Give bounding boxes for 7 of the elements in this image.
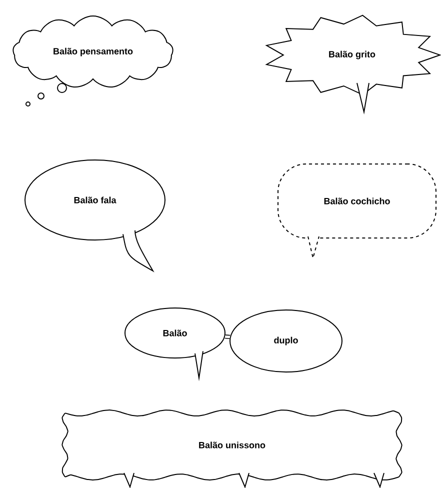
whisper-balloon: Balão cochicho <box>278 164 436 260</box>
unison-balloon: Balão unissono <box>62 410 402 488</box>
speech-balloon: Balão fala <box>24 160 166 272</box>
speech-balloon: Balão <box>124 308 226 382</box>
double-line-connector <box>224 334 230 339</box>
speech-balloon: duplo <box>230 310 342 372</box>
thought-balloon: Balão pensamento <box>12 16 174 106</box>
